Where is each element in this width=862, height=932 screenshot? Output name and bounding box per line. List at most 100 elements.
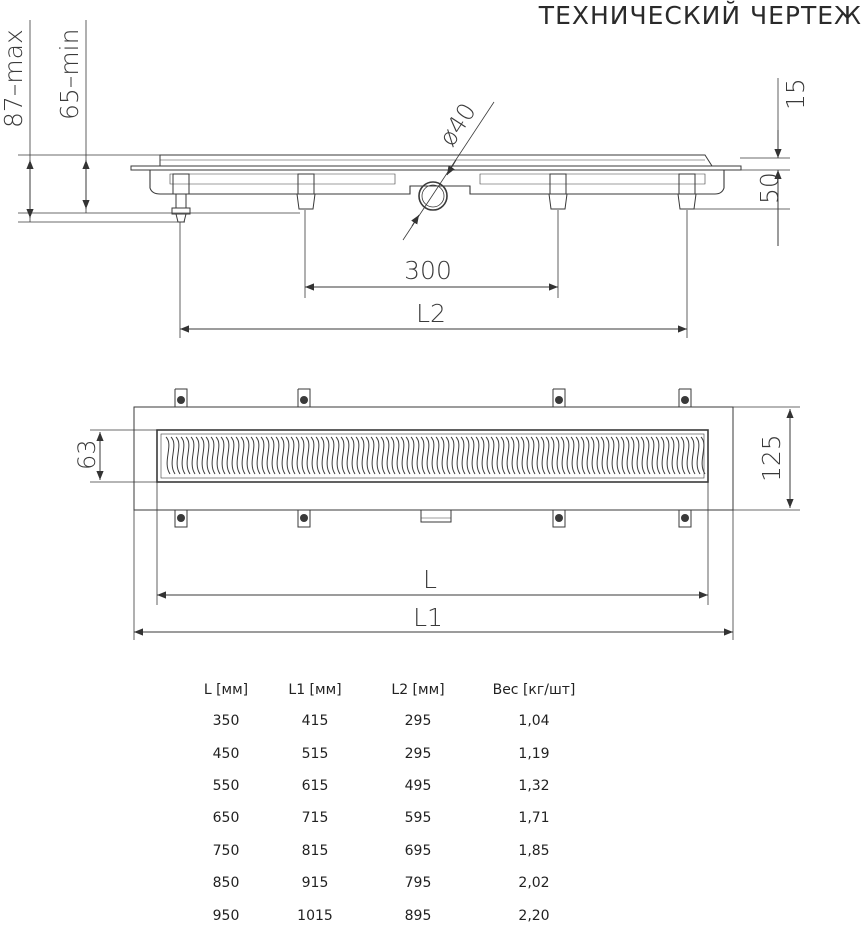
cell-l: 850 [212,875,240,892]
grate-slot [685,436,696,475]
cell-l: 650 [212,810,240,827]
grate-slot [305,436,316,475]
support-foot [677,173,697,210]
mounting-screws [177,396,689,522]
grate-slot [495,436,506,475]
table-row: 450 515 295 1,19 [190,737,600,769]
cell-weight: 1,04 [518,713,550,730]
grate-slot [455,436,466,475]
grate-slot [315,436,326,475]
grate-slot [595,436,606,475]
grate-slot [405,436,416,475]
grate-slot [545,436,556,475]
support-foot [171,173,191,223]
cell-l1: 615 [301,777,329,794]
dim-grate-width: 63 [73,439,101,470]
grate-slot [275,436,286,475]
grate-slot [445,436,456,475]
screw-icon [681,514,689,522]
grate-slot [295,436,306,475]
grate-slot [565,436,576,475]
support-foot [548,173,568,210]
cell-l1: 915 [301,875,329,892]
grate-slot [675,436,686,475]
screw-icon [300,514,308,522]
screw-icon [177,514,185,522]
col-header-l1: L1 [мм] [288,682,342,698]
dim-height-min: 65–min [55,29,84,120]
screw-icon [555,396,563,404]
dim-length-l2: L2 [416,299,446,328]
grate-slot [175,436,186,475]
cell-weight: 1,71 [518,810,550,827]
dim-height-max: 87–max [0,29,28,128]
dim-length-l: L [423,565,437,594]
screw-icon [681,396,689,404]
dim-length-l1: L1 [413,603,443,632]
grate-slot [265,436,276,475]
dim-body-height: 50 [755,172,784,204]
technical-drawing: 87–max 65–min ø40 15 50 300 L2 [0,20,810,640]
grate-slot [505,436,516,475]
cell-l2: 795 [404,875,432,892]
cell-l1: 515 [301,745,329,762]
cell-l1: 715 [301,810,329,827]
cell-l: 750 [212,842,240,859]
page-title: ТЕХНИЧЕСКИЙ ЧЕРТЕЖ [538,1,862,30]
grate-slot [655,436,666,475]
grate-slot [395,436,406,475]
grate-slot [185,436,196,475]
screw-icon [177,396,185,404]
cell-weight: 1,85 [518,842,550,859]
screw-icon [555,514,563,522]
cell-l1: 815 [301,842,329,859]
grate-slot [465,436,476,475]
cell-l1: 415 [301,713,329,730]
side-view [18,20,790,338]
grate-slot [485,436,496,475]
cell-weight: 1,19 [518,745,550,762]
cell-l2: 695 [404,842,432,859]
support-foot [296,173,316,210]
dim-foot-spacing: 300 [404,256,452,285]
dim-total-width: 125 [757,434,786,482]
grate-slot [665,436,676,475]
cell-l2: 595 [404,810,432,827]
grate-slot [255,436,266,475]
cell-weight: 2,20 [518,907,550,924]
cell-l1: 1015 [297,907,333,924]
grate-slot [165,436,176,475]
grate-slot [475,436,486,475]
table-row: 750 815 695 1,85 [190,835,600,867]
grate-slot [325,436,336,475]
table-row: 650 715 595 1,71 [190,802,600,834]
grate-slot [645,436,656,475]
grate-slot [555,436,566,475]
cell-l2: 295 [404,713,432,730]
cell-l2: 295 [404,745,432,762]
grate-slot [285,436,296,475]
grate-slot [335,436,346,475]
cell-l: 950 [212,907,240,924]
dim-pipe-diameter: ø40 [434,98,482,151]
cell-l: 450 [212,745,240,762]
outlet-pipe [418,181,448,211]
grate-wave-pattern [165,436,706,475]
top-view [90,388,800,640]
grate-slot [235,436,246,475]
grate-slot [225,436,236,475]
grate-slot [425,436,436,475]
col-header-l2: L2 [мм] [391,682,445,698]
grate-slot [415,436,426,475]
grate-slot [535,436,546,475]
col-header-weight: Вес [кг/шт] [492,682,576,698]
table-header-row: L [мм] L1 [мм] L2 [мм] Вес [кг/шт] [190,675,600,705]
grate-slot [375,436,386,475]
grate-slot [385,436,396,475]
grate-slot [195,436,206,475]
cell-l: 550 [212,777,240,794]
